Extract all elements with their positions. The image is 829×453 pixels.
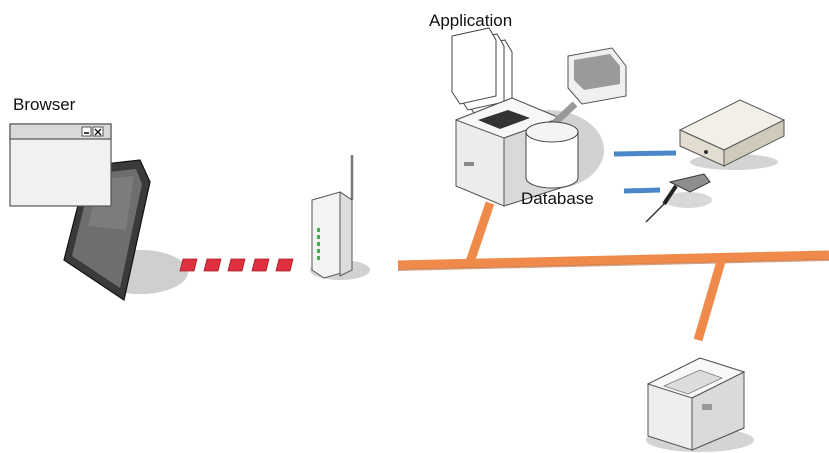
documents-icon [451, 27, 513, 117]
wireless-dot [251, 258, 270, 272]
usb-cable [613, 150, 677, 194]
wireless-dot [179, 258, 198, 272]
printer-drop-cable [693, 256, 727, 342]
minimize-icon [81, 126, 92, 137]
barcode-scanner-icon [645, 173, 712, 223]
receipt-printer-icon [646, 357, 754, 452]
customer-display-icon [542, 47, 627, 135]
wireless-dot [203, 258, 222, 272]
browser-window-icon [9, 123, 112, 207]
browser-device: Browser [9, 95, 188, 301]
terminal-drop-cable [465, 201, 495, 264]
wireless-link-icon [179, 258, 294, 272]
application-device: Application Database [429, 11, 627, 208]
network-cable [397, 201, 829, 342]
database-icon [525, 121, 579, 189]
wireless-dot [227, 258, 246, 272]
cash-drawer-icon [678, 99, 786, 170]
wireless-dot [275, 258, 294, 272]
browser-label: Browser [13, 95, 76, 114]
application-label: Application [429, 11, 512, 30]
database-label: Database [521, 189, 594, 208]
wireless-router-icon [310, 155, 370, 280]
